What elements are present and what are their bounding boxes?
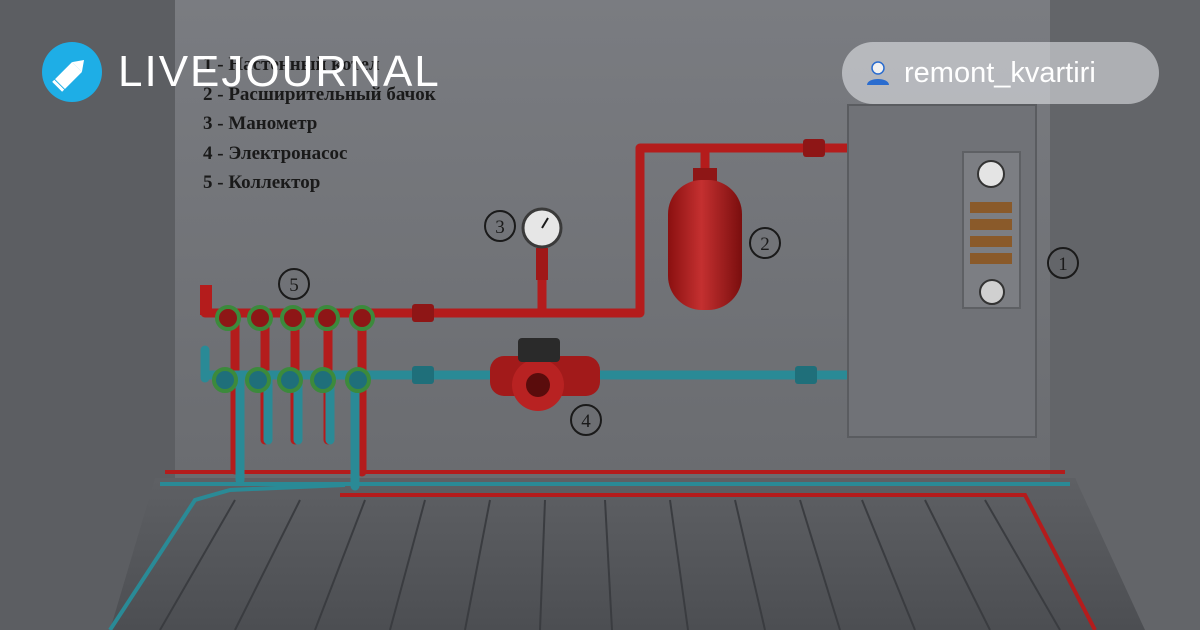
left-wall [0, 0, 175, 630]
svg-text:5: 5 [289, 275, 299, 296]
manometer [521, 207, 563, 280]
legend-item-collector: 5 - Коллектор [203, 172, 321, 193]
user-chip[interactable]: remont_kvartiri [842, 42, 1159, 104]
callout-3: 3 [484, 210, 516, 242]
legend-item-pump: 4 - Электронасос [203, 142, 348, 164]
floor-boards [159, 499, 1061, 630]
legend-item-expansion-tank: 2 - Расширительный бачок [203, 83, 436, 105]
wall-boiler [847, 104, 1037, 438]
callout-2: 2 [749, 227, 781, 259]
livejournal-brand[interactable]: LIVEJOURNAL [42, 42, 441, 102]
circulation-pump [490, 338, 600, 411]
pipe-valves [412, 139, 825, 384]
callout-4: 4 [570, 404, 602, 436]
svg-text:4: 4 [581, 411, 591, 432]
livejournal-pencil-icon [42, 42, 102, 102]
svg-text:1: 1 [1058, 254, 1068, 275]
diagram-legend: 1 - Настенный котел 2 - Расширительный б… [203, 50, 436, 198]
callout-1: 1 [1047, 247, 1079, 279]
legend-item-boiler: 1 - Настенный котел [203, 54, 380, 75]
username: remont_kvartiri [904, 57, 1096, 89]
user-icon [867, 61, 889, 85]
svg-text:2: 2 [760, 234, 770, 255]
brand-name: LIVEJOURNAL [118, 47, 441, 96]
floor [110, 478, 1145, 630]
underfloor-loops [108, 470, 1097, 630]
svg-text:3: 3 [495, 217, 505, 238]
collector-valves [200, 285, 375, 393]
legend-item-manometer: 3 - Манометр [203, 113, 318, 134]
expansion-tank [668, 168, 742, 310]
right-wall [1050, 0, 1200, 630]
callout-5: 5 [278, 268, 310, 300]
